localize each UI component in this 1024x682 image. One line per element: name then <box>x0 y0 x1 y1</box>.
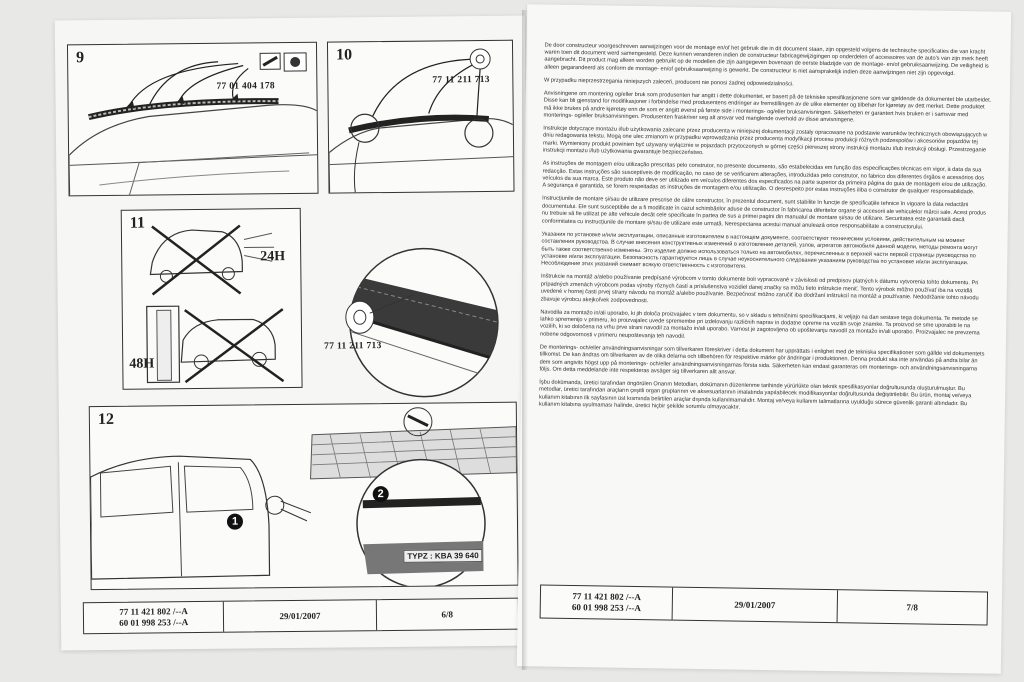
paragraph-polish: Instrukcje dotyczące montażu i/lub użytk… <box>542 125 988 157</box>
panel-9: 9 77 01 404 178 <box>66 41 319 197</box>
document-date: 29/01/2007 <box>672 587 838 623</box>
part-code: 77 11 211 713 <box>324 341 382 352</box>
reference-codes: 77 11 421 802 /--A 60 01 998 253 /--A <box>83 601 225 634</box>
type-approval-label: TYPZ : KBA 39 640 <box>403 549 483 563</box>
drying-time-48h: 48H <box>129 356 155 372</box>
paragraph-portuguese: As instruções de montagem e/ou utilizaçã… <box>542 160 987 196</box>
adhesive-detail-zoom: 77 11 211 713 <box>323 232 505 414</box>
right-page: De door constructeur voorgeschreven aanw… <box>516 4 1012 674</box>
paragraph-russian: Указания по установке и/или эксплуатации… <box>541 231 978 271</box>
reference-line-2: 60 01 998 253 /--A <box>119 617 189 628</box>
part-code: 77 11 211 713 <box>432 74 490 86</box>
callout-1: 1 <box>226 513 244 530</box>
footer-right: 77 11 421 802 /--A 60 01 998 253 /--A 29… <box>539 584 989 626</box>
reference-line-2: 60 01 998 253 /--A <box>571 602 642 614</box>
instructions-text: De door constructeur voorgeschreven aanw… <box>539 37 993 420</box>
part-code: 77 01 404 178 <box>216 81 275 92</box>
paragraph-dutch: De door constructeur voorgeschreven aanw… <box>544 42 989 77</box>
paragraph-norwegian: Anvisningene om montering og/eller bruk … <box>543 90 992 124</box>
paragraph-slovenian: Navodila za montažo in/ali uporabo, ki j… <box>540 309 980 340</box>
rear-window-adhesive-illustration <box>328 48 514 193</box>
adhesive-detail-illustration <box>345 247 499 398</box>
panel-10: 10 77 11 211 713 <box>326 39 515 194</box>
paragraph-turkish: İşbu dokümanda, üretici tarafından öngör… <box>538 379 972 411</box>
no-wash-wait-illustration <box>146 224 285 384</box>
callout-2: 2 <box>372 486 389 503</box>
paragraph-swedish: De monterings- och/eller användningsanvi… <box>539 344 985 376</box>
panel-11: 11 24H 48H <box>120 207 303 390</box>
paragraph-polish-note: W przypadku nieprzestrzegania niniejszyc… <box>543 77 794 88</box>
reference-codes: 77 11 421 802 /--A 60 01 998 253 /--A <box>540 585 674 620</box>
document-date: 29/01/2007 <box>224 600 377 632</box>
binding-gutter <box>522 10 528 670</box>
page-number: 6/8 <box>441 608 454 619</box>
footer-left: 77 11 421 802 /--A 60 01 998 253 /--A 29… <box>82 597 520 635</box>
paragraph-romanian: Instrucțiunile de montare și/sau de util… <box>541 195 987 231</box>
reference-line-1: 77 11 421 802 /--A <box>119 606 188 617</box>
panel-12: 12 1 2 TYPZ : KBA 39 640 <box>88 401 519 591</box>
paragraph-slovak: Inštrukcie na montáž a/alebo používanie … <box>540 273 979 304</box>
left-page: 9 77 01 404 178 10 <box>54 15 532 651</box>
drying-time-24h: 24H <box>260 249 286 265</box>
page-number: 7/8 <box>906 601 918 612</box>
rear-window-trim-illustration <box>68 52 318 196</box>
